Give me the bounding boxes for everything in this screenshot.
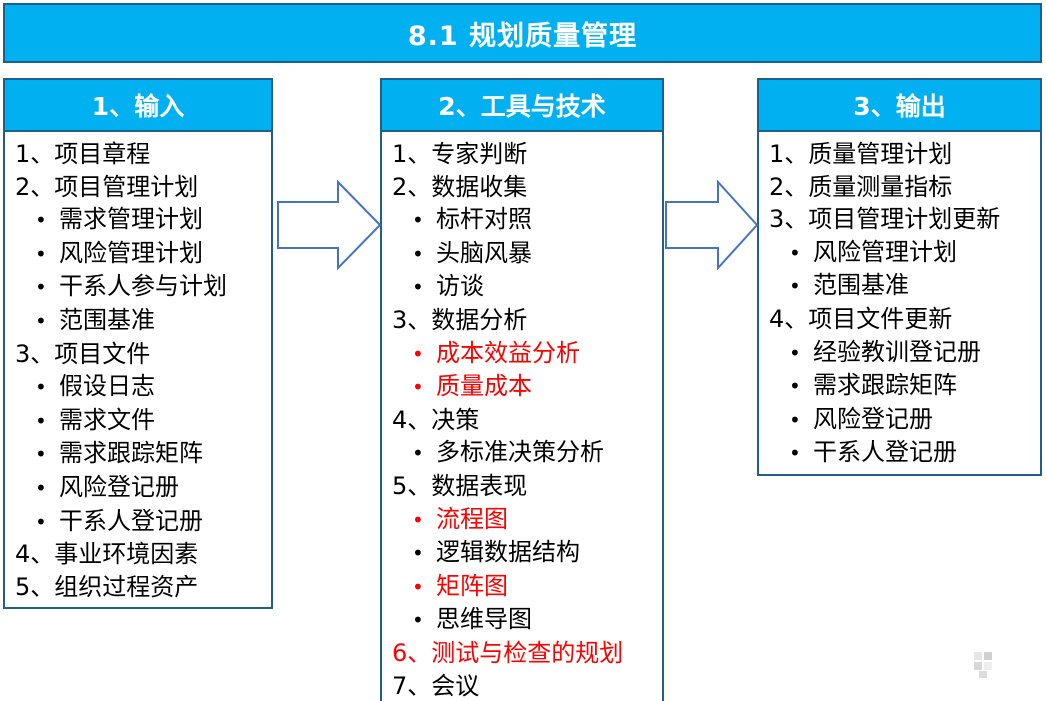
tools-item: 逻辑数据结构 [392,536,662,570]
tools-header-label: 2、工具与技术 [438,92,606,121]
tools-item: 1、专家判断 [392,140,528,168]
inputs-item: 风险登记册 [15,471,271,505]
tools-list: 1、专家判断 2、数据收集标杆对照头脑风暴访谈3、数据分析成本效益分析质量成本4、… [380,132,664,701]
outputs-column: 3、输出 1、质量管理计划 2、质量测量指标 3、项目管理计划更新风险管理计划范围基… [757,78,1042,476]
inputs-item: 干系人登记册 [15,505,271,539]
outputs-item: 范围基准 [769,269,1040,303]
outputs-header: 3、输出 [757,78,1042,132]
inputs-header-label: 1、输入 [91,92,185,121]
inputs-item: 2、项目管理计划 [15,172,199,201]
inputs-item: 需求文件 [15,404,271,438]
outputs-header-label: 3、输出 [853,92,946,121]
inputs-item: 范围基准 [15,304,271,338]
diagram-title-bar: 8.1 规划质量管理 [3,3,1042,63]
outputs-item: 2、质量测量指标 [769,172,953,201]
outputs-item: 需求跟踪矩阵 [769,369,1040,403]
inputs-header: 1、输入 [3,78,273,132]
tools-item: 流程图 [392,503,662,537]
inputs-item: 需求跟踪矩阵 [15,437,271,471]
outputs-item: 经验教训登记册 [769,336,1040,370]
right-block-arrow-icon [665,180,759,270]
tools-item: 5、数据表现 [392,471,528,500]
outputs-list: 1、质量管理计划 2、质量测量指标 3、项目管理计划更新风险管理计划范围基准4、项目… [757,132,1042,476]
inputs-item: 3、项目文件 [15,339,151,368]
right-block-arrow-icon [277,180,382,270]
outputs-item: 3、项目管理计划更新 [769,205,1001,234]
outputs-item: 1、质量管理计划 [769,140,953,168]
tools-item: 多标准决策分析 [392,436,662,470]
outputs-item: 干系人登记册 [769,436,1040,470]
tools-item: 矩阵图 [392,570,662,604]
tools-item: 4、决策 [392,405,480,434]
tools-item: 7、会议 [392,671,480,700]
outputs-item: 风险管理计划 [769,236,1040,270]
inputs-column: 1、输入 1、项目章程 2、项目管理计划需求管理计划风险管理计划干系人参与计划范围… [3,78,273,610]
tools-item: 思维导图 [392,603,662,637]
inputs-item: 假设日志 [15,370,271,404]
inputs-item: 4、事业环境因素 [15,540,199,569]
inputs-item: 1、项目章程 [15,140,151,168]
tools-item: 头脑风暴 [392,237,662,271]
tools-item: 3、数据分析 [392,305,528,334]
tools-header: 2、工具与技术 [380,78,664,132]
inputs-item: 干系人参与计划 [15,270,271,304]
tools-item: 质量成本 [392,370,662,404]
tools-item: 成本效益分析 [392,337,662,371]
diagram-title: 8.1 规划质量管理 [407,20,638,52]
tools-column: 2、工具与技术 1、专家判断 2、数据收集标杆对照头脑风暴访谈3、数据分析成本效益… [380,78,664,701]
inputs-list: 1、项目章程 2、项目管理计划需求管理计划风险管理计划干系人参与计划范围基准3、项… [3,132,273,610]
outputs-item: 风险登记册 [769,403,1040,437]
inputs-item: 5、组织过程资产 [15,572,199,601]
tools-item: 标杆对照 [392,203,662,237]
inputs-item: 风险管理计划 [15,237,271,271]
tools-item: 2、数据收集 [392,172,528,201]
inputs-item: 需求管理计划 [15,203,271,237]
outputs-item: 4、项目文件更新 [769,304,953,333]
watermark-icon [974,652,992,678]
tools-item: 访谈 [392,270,662,304]
tools-item: 6、测试与检查的规划 [392,638,624,667]
